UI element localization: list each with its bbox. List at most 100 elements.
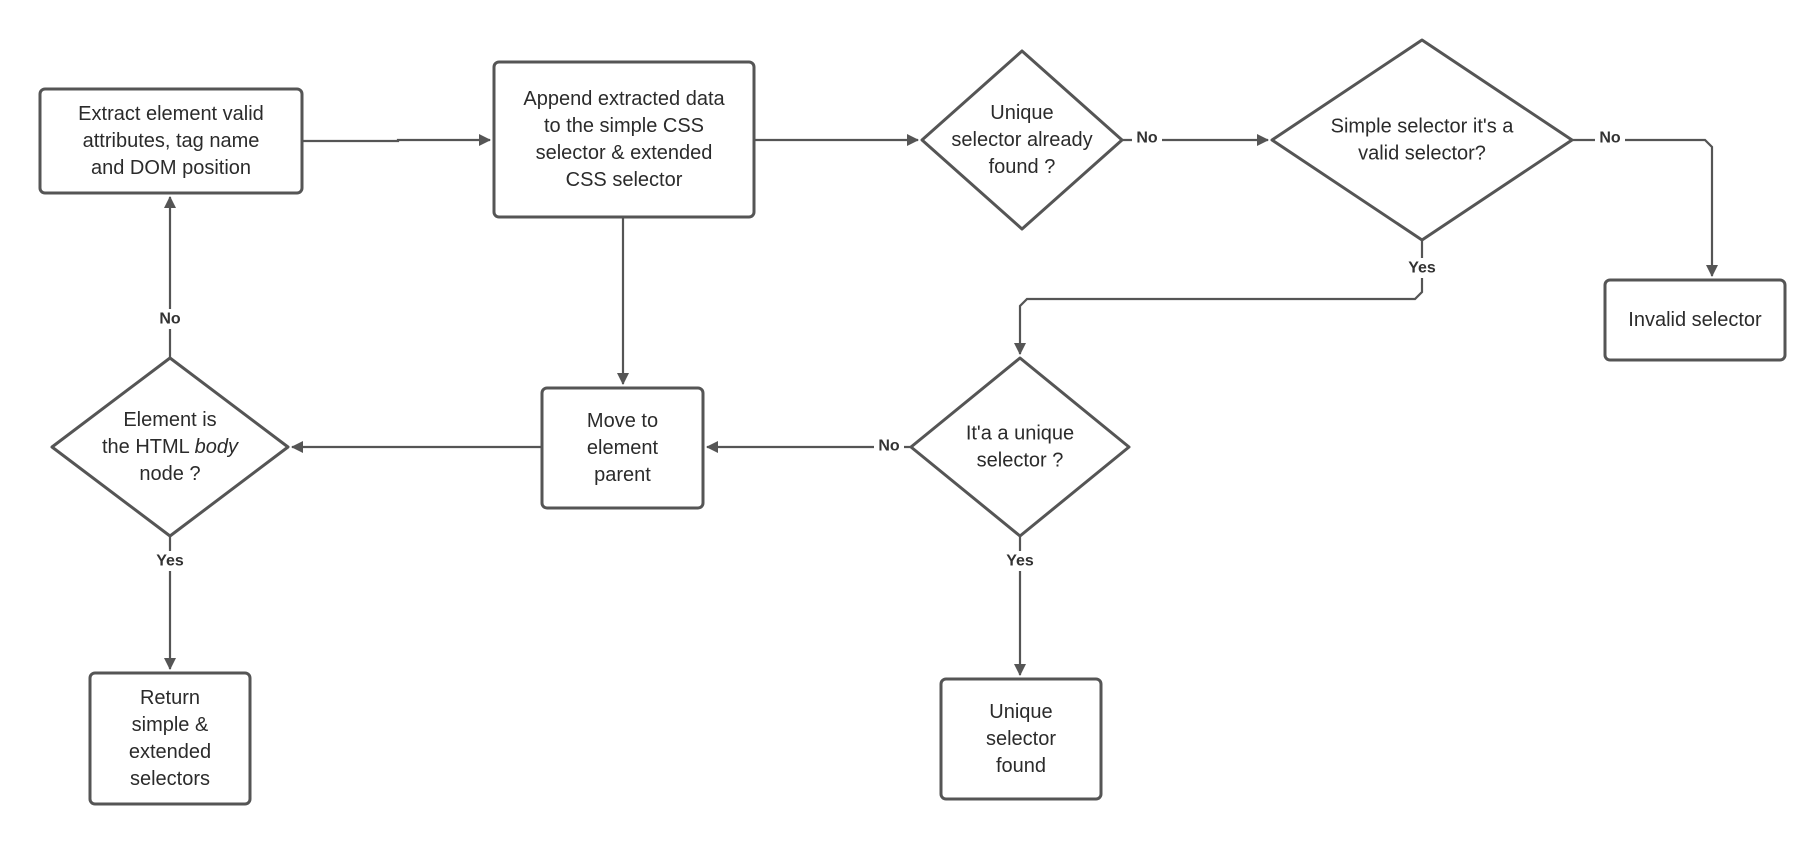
node-label-segment: Move to (587, 410, 658, 432)
node-label-segment: body (195, 436, 239, 458)
node-unique-found-q: Unique selector already found ? (920, 49, 1124, 231)
edge-label-background (1595, 128, 1625, 148)
node-label-segment: found (996, 755, 1046, 777)
node-label-segment: extended (129, 741, 211, 763)
node-label-segment: valid selector? (1358, 143, 1486, 165)
node-label-segment: element (587, 437, 659, 459)
process-box (38, 87, 304, 195)
node-label-line: selector ? (977, 450, 1064, 472)
node-label-line: CSS selector (566, 169, 683, 191)
node-label-segment: and DOM position (91, 157, 251, 179)
node-label-segment: simple & (132, 714, 209, 736)
edge-label-background (155, 551, 185, 571)
edge-valid-q-to-unique-q (1014, 240, 1424, 355)
node-label: Return simple & extended selectors (129, 687, 211, 790)
node-label-line: It'a a unique (966, 423, 1074, 445)
process-box (1603, 278, 1787, 362)
node-label-segment: selector & extended (536, 142, 713, 164)
node-label-line: Element is (123, 409, 216, 431)
node-label: Unique selector found (986, 701, 1056, 777)
node-label-segment: selector (986, 728, 1056, 750)
node-unique-q: It'a a unique selector ? (909, 356, 1131, 538)
node-label-line: the HTML body (102, 436, 239, 458)
node-label-segment: selector ? (977, 450, 1064, 472)
decision-diamond (1270, 38, 1574, 242)
node-label-line: found ? (989, 156, 1056, 178)
node-label-segment: selector already (951, 129, 1092, 151)
node-label-segment: Extract element valid (78, 103, 264, 125)
node-label: Simple selector it's a valid selector? (1331, 116, 1515, 165)
node-label-segment: attributes, tag name (83, 130, 260, 152)
node-label-line: parent (594, 464, 651, 486)
node-label-line: Unique (990, 102, 1053, 124)
edge-label-no: No (878, 438, 900, 455)
node-label: Extract element valid attributes, tag nam… (78, 103, 264, 179)
node-label-line: node ? (139, 463, 200, 485)
node-label-segment: Invalid selector (1628, 309, 1762, 331)
edge-label-yes: Yes (1006, 553, 1034, 570)
node-label-line: Simple selector it's a (1331, 116, 1515, 138)
edge-label-background (1132, 128, 1162, 148)
node-label-segment: Element is (123, 409, 216, 431)
node-label: Element is the HTML body node ? (102, 409, 239, 485)
edge-label-yes: Yes (156, 553, 184, 570)
node-label-line: extended (129, 741, 211, 763)
nodes-layer: Extract element valid attributes, tag nam… (38, 38, 1787, 806)
node-label-line: attributes, tag name (83, 130, 260, 152)
node-label: Move to element parent (587, 410, 659, 486)
process-box (88, 671, 252, 806)
process-box (540, 386, 705, 510)
process-box (492, 60, 756, 219)
node-label-line: and DOM position (91, 157, 251, 179)
node-label-line: Extract element valid (78, 103, 264, 125)
edge-label-background (155, 309, 185, 329)
node-invalid: Invalid selector (1603, 278, 1787, 362)
node-label-segment: Unique (990, 102, 1053, 124)
node-label-segment: selectors (130, 768, 210, 790)
node-label-line: valid selector? (1358, 143, 1486, 165)
process-box (939, 677, 1103, 801)
node-label: It'a a unique selector ? (966, 423, 1074, 472)
edge-label-background (1407, 258, 1437, 278)
node-label-segment: Append extracted data (523, 88, 725, 110)
node-label-segment: parent (594, 464, 651, 486)
node-label-segment: the HTML (102, 436, 195, 458)
node-label-line: selector (986, 728, 1056, 750)
node-label-segment: It'a a unique (966, 423, 1074, 445)
node-label-segment: Return (140, 687, 200, 709)
node-label-line: Append extracted data (523, 88, 725, 110)
edge-label-no: No (1136, 130, 1158, 147)
node-label-line: element (587, 437, 659, 459)
edge-label-yes: Yes (1408, 260, 1436, 277)
node-body-q: Element is the HTML body node ? (50, 356, 290, 538)
node-label-line: selector already (951, 129, 1092, 151)
node-unique-found: Unique selector found (939, 677, 1103, 801)
node-label-line: Move to (587, 410, 658, 432)
node-label-line: found (996, 755, 1046, 777)
edge-label-background (1005, 551, 1035, 571)
decision-diamond (50, 356, 290, 538)
decision-diamond (909, 356, 1131, 538)
node-label: Append extracted data to the simple CSS se… (523, 88, 725, 191)
node-label-segment: CSS selector (566, 169, 683, 191)
node-label-segment: found ? (989, 156, 1056, 178)
node-return: Return simple & extended selectors (88, 671, 252, 806)
node-label-line: Unique (989, 701, 1052, 723)
edge-extract-to-append (302, 134, 491, 146)
edge-label-background (874, 436, 904, 456)
node-label-line: Return (140, 687, 200, 709)
node-label-line: selectors (130, 768, 210, 790)
node-valid-q: Simple selector it's a valid selector? (1270, 38, 1574, 242)
node-label-segment: Unique (989, 701, 1052, 723)
node-label-line: Invalid selector (1628, 309, 1762, 331)
edge-valid-q-to-invalid (1572, 138, 1718, 277)
node-extract: Extract element valid attributes, tag nam… (38, 87, 304, 195)
node-label-segment: Simple selector it's a (1331, 116, 1515, 138)
node-label-line: selector & extended (536, 142, 713, 164)
node-label-segment: node ? (139, 463, 200, 485)
node-label-segment: to the simple CSS (544, 115, 704, 137)
node-label: Unique selector already found ? (951, 102, 1092, 178)
node-move-parent: Move to element parent (540, 386, 705, 510)
node-label-line: simple & (132, 714, 209, 736)
